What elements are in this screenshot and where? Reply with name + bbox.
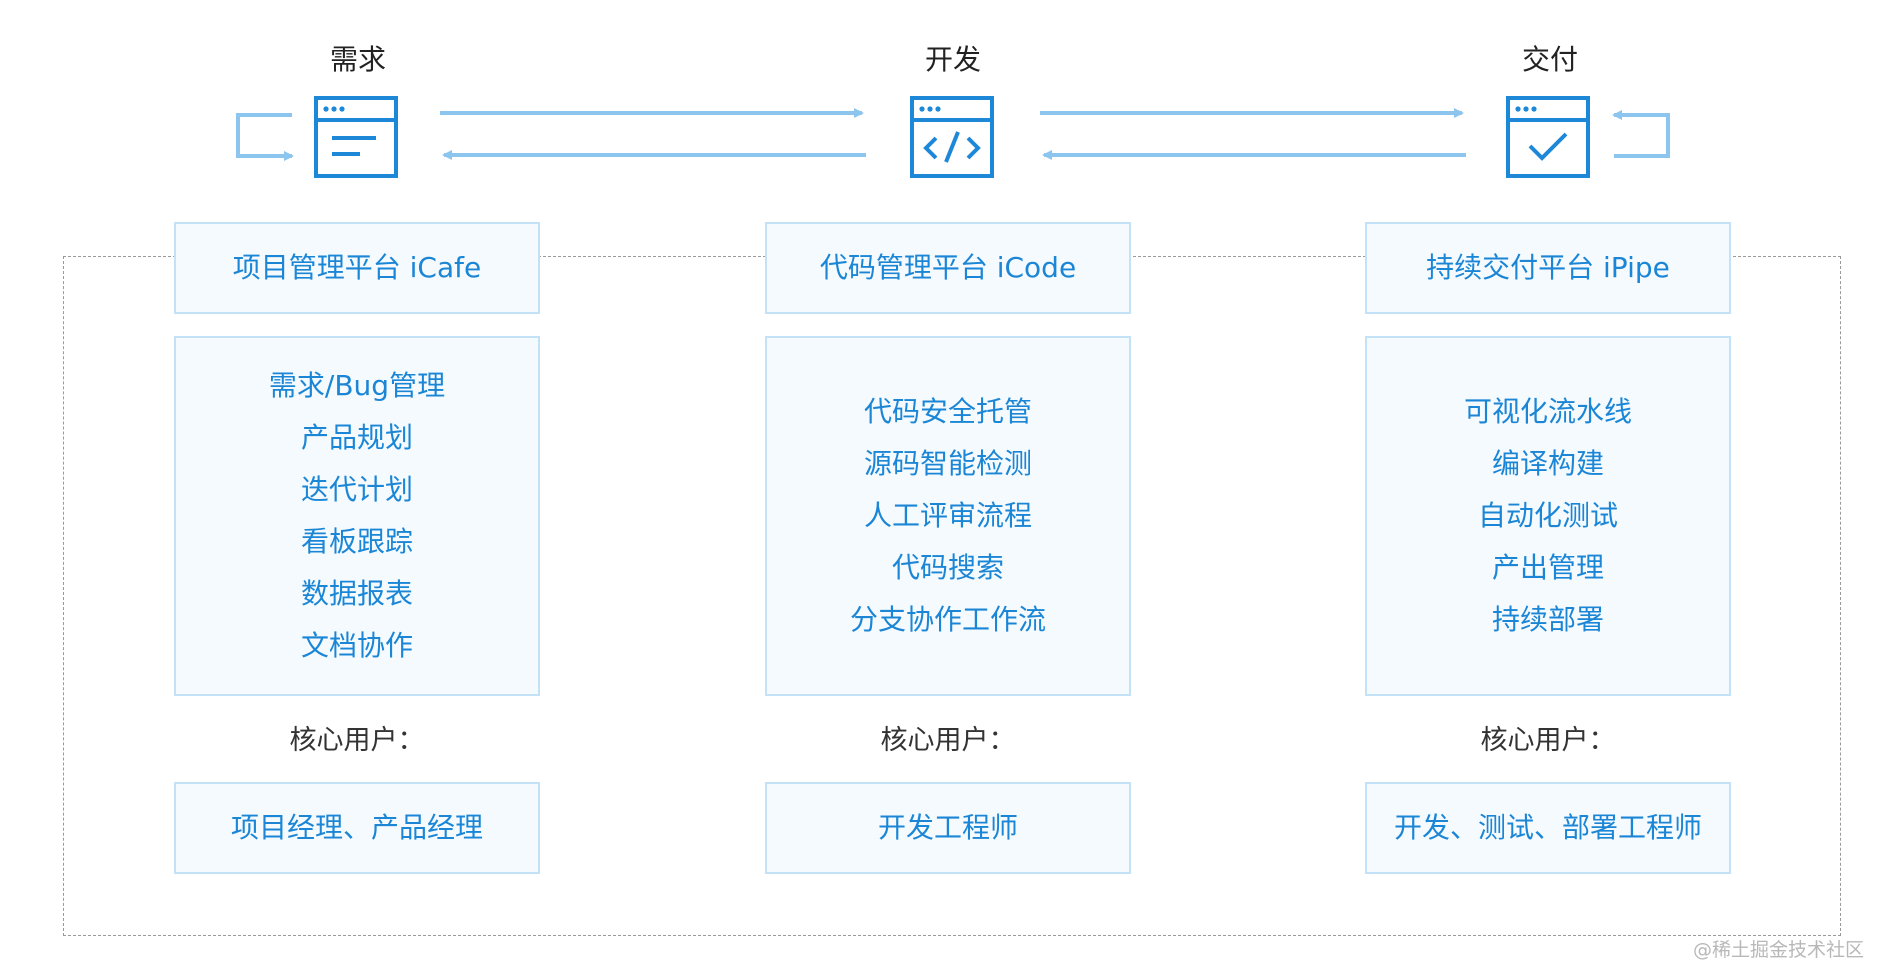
stage-title-delivery: 交付 xyxy=(1521,43,1578,76)
feature-item: 文档协作 xyxy=(300,629,413,662)
watermark: @稀土掘金技术社区 xyxy=(1692,939,1864,961)
feature-item: 编译构建 xyxy=(1491,447,1604,480)
core-users-label: 核心用户： xyxy=(289,725,425,756)
loop-arrow-right xyxy=(1612,110,1670,158)
feature-item: 看板跟踪 xyxy=(300,525,413,558)
feature-item: 需求/Bug管理 xyxy=(268,369,446,402)
feature-item: 可视化流水线 xyxy=(1463,395,1632,428)
platform-box-icafe: 项目管理平台 iCafe xyxy=(174,222,540,314)
code-window-icon xyxy=(910,96,994,178)
feature-item: 迭代计划 xyxy=(300,473,413,506)
platform-box-icode: 代码管理平台 iCode xyxy=(765,222,1131,314)
feature-box-ipipe: 可视化流水线 编译构建 自动化测试 产出管理 持续部署 xyxy=(1365,336,1731,696)
feature-item: 代码搜索 xyxy=(891,551,1004,584)
feature-box-icafe: 需求/Bug管理 产品规划 迭代计划 看板跟踪 数据报表 文档协作 xyxy=(174,336,540,696)
feature-item: 代码安全托管 xyxy=(863,395,1032,428)
flow-arrows xyxy=(236,108,1670,161)
feature-item: 产品规划 xyxy=(300,421,413,454)
feature-box-icode: 代码安全托管 源码智能检测 人工评审流程 代码搜索 分支协作工作流 xyxy=(765,336,1131,696)
check-window-icon xyxy=(1506,96,1590,178)
users-box-ipipe: 开发、测试、部署工程师 xyxy=(1365,782,1731,874)
document-window-icon xyxy=(314,96,398,178)
feature-item: 源码智能检测 xyxy=(863,447,1032,480)
core-users-label: 核心用户： xyxy=(880,725,1016,756)
users-box-icafe: 项目经理、产品经理 xyxy=(174,782,540,874)
core-users-label: 核心用户： xyxy=(1480,725,1616,756)
stage-title-requirement: 需求 xyxy=(329,43,386,76)
users-box-icode: 开发工程师 xyxy=(765,782,1131,874)
feature-item: 数据报表 xyxy=(300,577,413,610)
stage-title-development: 开发 xyxy=(924,43,981,76)
feature-item: 产出管理 xyxy=(1491,551,1604,584)
feature-item: 持续部署 xyxy=(1491,603,1604,636)
feature-item: 人工评审流程 xyxy=(863,499,1032,532)
feature-item: 分支协作工作流 xyxy=(849,603,1046,636)
platform-box-ipipe: 持续交付平台 iPipe xyxy=(1365,222,1731,314)
feature-item: 自动化测试 xyxy=(1477,499,1618,532)
loop-arrow-left xyxy=(236,113,294,161)
